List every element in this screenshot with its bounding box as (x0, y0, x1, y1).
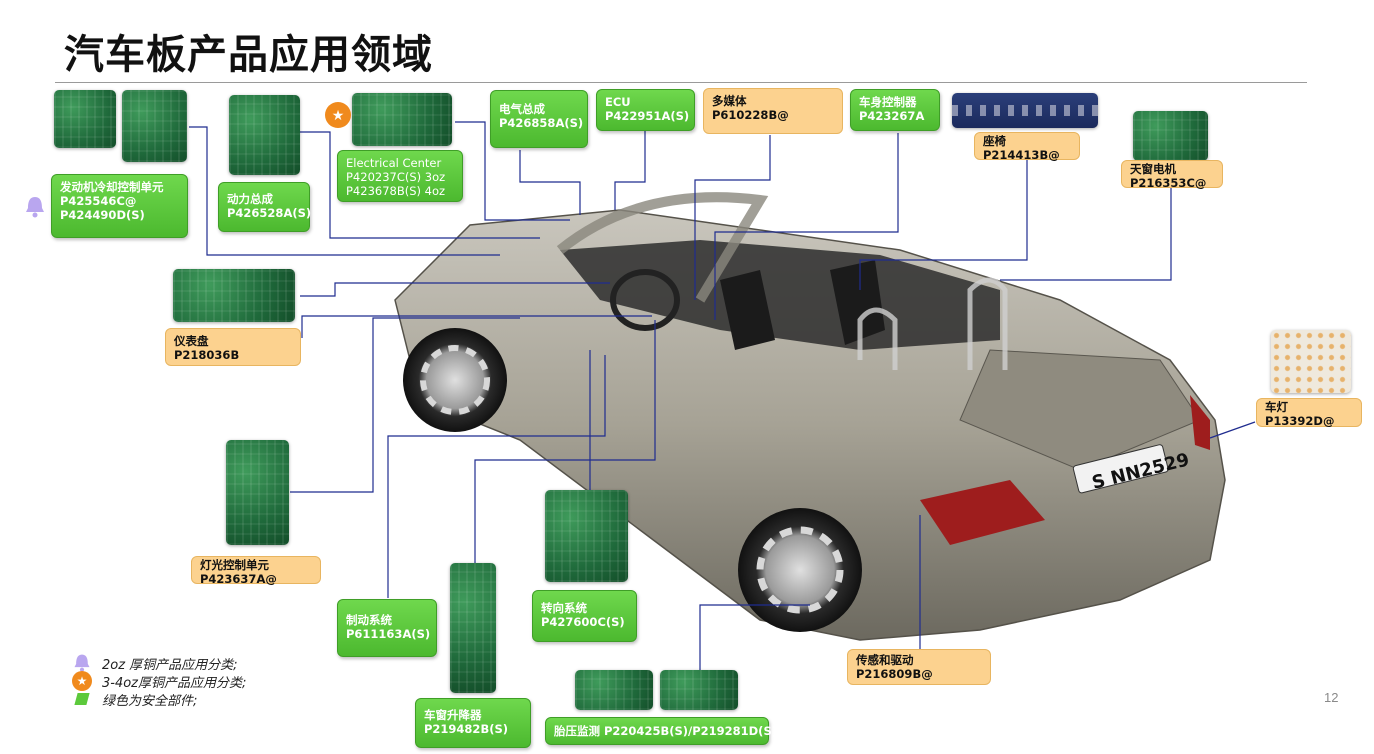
label-sunroof-motor-name: 天窗电机 (1130, 162, 1176, 176)
label-light-control: 灯光控制单元 P423637A@ (191, 556, 321, 586)
pcb-sunroof-motor (1133, 111, 1208, 161)
label-tail-light-name: 车灯 (1265, 400, 1288, 414)
legend: 2oz 厚铜产品应用分类; ★ 3-4oz厚铜产品应用分类; 绿色为安全部件; (72, 654, 247, 709)
pcb-tail-light (1271, 330, 1351, 393)
label-brake-code: P611163A(S) (346, 627, 431, 641)
label-body-control-name: 车身控制器 (859, 95, 917, 109)
label-body-control: 车身控制器 P423267A (850, 89, 940, 131)
label-steering: 转向系统 P427600C(S) (532, 590, 637, 642)
pcb-seat (952, 93, 1098, 128)
pcb-powertrain (229, 95, 300, 175)
label-brake-name: 制动系统 (346, 613, 392, 627)
legend-row-2oz: 2oz 厚铜产品应用分类; (72, 654, 246, 673)
legend-safety-text: 绿色为安全部件; (102, 693, 198, 709)
label-sensor-drive: 传感和驱动 P216809B@ (847, 649, 991, 685)
label-tail-light-code: P13392D@ (1265, 414, 1335, 428)
pcb-tire-pressure-2 (660, 670, 738, 710)
label-sensor-drive-name: 传感和驱动 (856, 653, 914, 667)
bell-icon (26, 197, 44, 218)
label-tire-pressure-name: 胎压监测 P220425B(S)/P219281D(S) (554, 724, 777, 738)
label-seat: 座椅 P214413B@ (974, 132, 1080, 162)
green-swatch-icon (74, 693, 90, 705)
label-engine-cooling-name: 发动机冷却控制单元 (60, 180, 164, 194)
label-light-control-code: P423637A@ (200, 572, 277, 586)
label-tail-light: 车灯 P13392D@ (1256, 398, 1362, 428)
label-sunroof-motor-code: P216353C@ (1130, 176, 1207, 190)
label-instrument-panel-name: 仪表盘 (174, 334, 209, 348)
label-window-lifter: 车窗升降器 P219482B(S) (415, 698, 531, 748)
label-sensor-drive-code: P216809B@ (856, 667, 933, 681)
label-tire-pressure: 胎压监测 P220425B(S)/P219281D(S) (545, 717, 777, 745)
label-multimedia-code: P610228B@ (712, 108, 789, 122)
pcb-light-control (226, 440, 289, 545)
label-seat-name: 座椅 (983, 134, 1006, 148)
label-electrical-center-code-2: P423678B(S) 4oz (346, 184, 446, 198)
label-electrical-bus: 电气总成 P426858A(S) (490, 90, 588, 148)
label-engine-cooling-code-1: P425546C@ (60, 194, 137, 208)
label-electrical-bus-name: 电气总成 (499, 102, 545, 116)
pcb-window-lifter (450, 563, 496, 693)
label-electrical-center-code-1: P420237C(S) 3oz (346, 170, 446, 184)
page-title: 汽车板产品应用领域 (64, 32, 433, 78)
legend-2oz-text: 2oz 厚铜产品应用分类; (102, 657, 238, 673)
label-steering-code: P427600C(S) (541, 615, 625, 629)
label-powertrain-name: 动力总成 (227, 192, 273, 206)
label-window-lifter-code: P219482B(S) (424, 722, 508, 736)
label-seat-code: P214413B@ (983, 148, 1060, 162)
legend-row-safety: 绿色为安全部件; (72, 690, 246, 709)
pcb-engine-cooling-1 (54, 90, 116, 148)
label-engine-cooling: 发动机冷却控制单元 P425546C@ P424490D(S) (51, 174, 188, 238)
label-brake: 制动系统 P611163A(S) (337, 599, 437, 657)
star-icon: ★ (72, 671, 92, 691)
label-powertrain-code: P426528A(S) (227, 206, 312, 220)
pcb-instrument-panel (173, 269, 295, 322)
label-ecu-code: P422951A(S) (605, 109, 690, 123)
label-powertrain: 动力总成 P426528A(S) (218, 182, 312, 232)
title-divider (55, 82, 1307, 83)
label-multimedia: 多媒体 P610228B@ (703, 88, 843, 134)
legend-row-3-4oz: ★ 3-4oz厚铜产品应用分类; (72, 671, 247, 691)
page-number: 12 (1324, 690, 1339, 705)
label-window-lifter-name: 车窗升降器 (424, 708, 482, 722)
label-body-control-code: P423267A (859, 109, 925, 123)
label-steering-name: 转向系统 (541, 601, 587, 615)
label-instrument-panel-code: P218036B (174, 348, 240, 362)
label-ecu-name: ECU (605, 95, 631, 109)
label-instrument-panel: 仪表盘 P218036B (165, 328, 301, 366)
pcb-electrical-center (352, 93, 452, 146)
star-icon: ★ (325, 102, 351, 128)
label-electrical-center-name: Electrical Center (346, 156, 442, 170)
legend-3-4oz-text: 3-4oz厚铜产品应用分类; (102, 675, 247, 691)
pcb-engine-cooling-2 (122, 90, 187, 162)
label-electrical-center: Electrical Center P420237C(S) 3oz P42367… (337, 150, 463, 202)
label-multimedia-name: 多媒体 (712, 94, 747, 108)
label-light-control-name: 灯光控制单元 (200, 558, 269, 572)
pcb-steering (545, 490, 628, 582)
label-sunroof-motor: 天窗电机 P216353C@ (1121, 160, 1223, 190)
label-ecu: ECU P422951A(S) (596, 89, 695, 131)
label-electrical-bus-code: P426858A(S) (499, 116, 584, 130)
pcb-tire-pressure-1 (575, 670, 653, 710)
bell-icon (74, 654, 90, 672)
label-engine-cooling-code-2: P424490D(S) (60, 208, 145, 222)
